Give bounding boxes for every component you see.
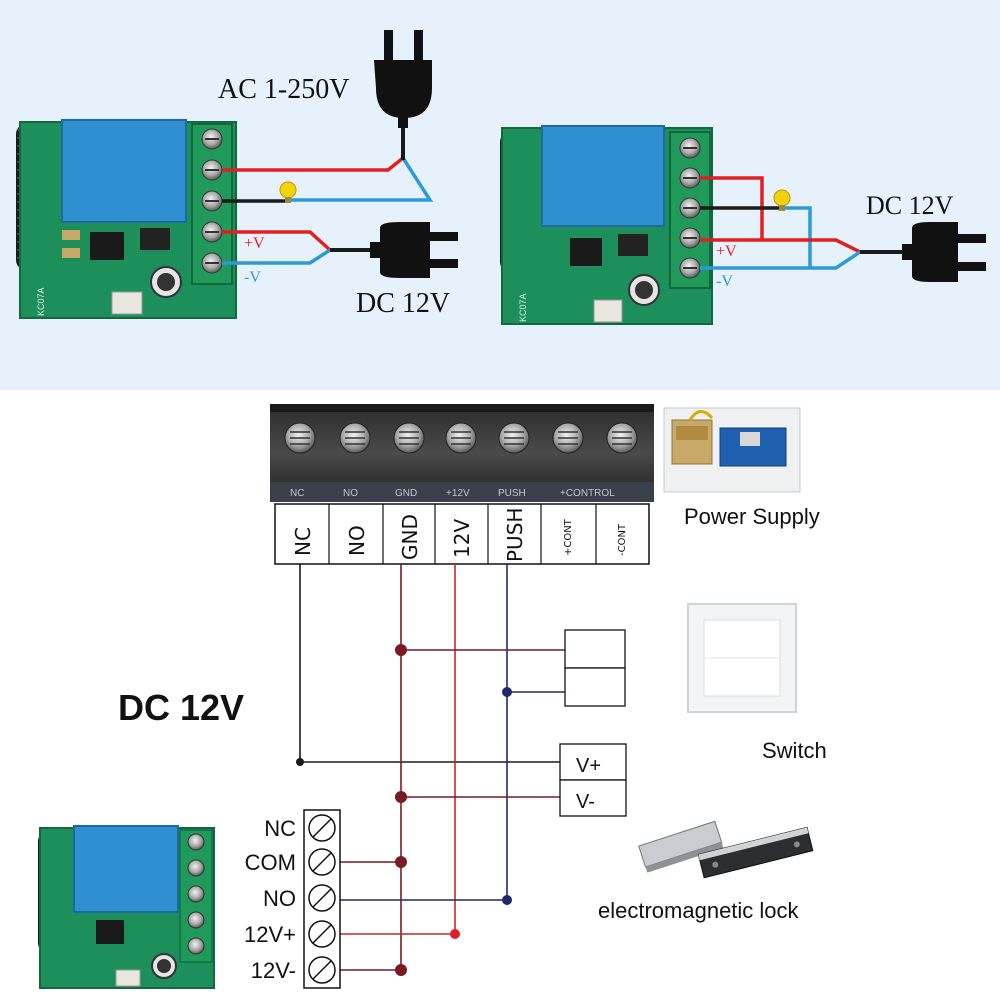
minus-v-label-right: -V bbox=[716, 273, 733, 290]
plus-v-label-left: +V bbox=[244, 235, 265, 252]
dc-title: DC 12V bbox=[118, 687, 244, 728]
receiver-terminal-strip bbox=[303, 809, 341, 989]
terminal-block-left bbox=[191, 123, 233, 285]
board-marking-left: KC07A bbox=[36, 287, 46, 316]
supply-terminal-labels: NC NO GND 12V PUSH +CONT -CONT bbox=[274, 503, 650, 565]
dc-plug-icon-right bbox=[860, 222, 986, 282]
electromagnetic-lock-label: electromagnetic lock bbox=[598, 898, 800, 923]
bulb-icon-right bbox=[773, 189, 791, 211]
receiver-terminal-12v-plus: 12V+ bbox=[244, 922, 296, 947]
plus-v-label-right: +V bbox=[716, 243, 737, 260]
power-supply-photo bbox=[663, 407, 801, 493]
bulb-icon-left bbox=[279, 181, 297, 203]
wall-switch-photo bbox=[687, 603, 797, 713]
strip-label-control: +CONTROL bbox=[560, 488, 615, 499]
power-supply-label: Power Supply bbox=[684, 504, 820, 529]
receiver-terminal-12v-minus: 12V- bbox=[251, 958, 296, 983]
supply-terminal-plus-cont: +CONT bbox=[563, 518, 574, 556]
lock-terminal-vplus: V+ bbox=[576, 755, 601, 777]
strip-label-gnd: GND bbox=[395, 488, 417, 499]
lock-terminal-vminus: V- bbox=[576, 791, 595, 813]
switch-terminal-box bbox=[564, 629, 626, 707]
terminal-block-right bbox=[669, 131, 711, 289]
strip-label-no: NO bbox=[343, 488, 358, 499]
receiver-terminal-no: NO bbox=[263, 886, 296, 911]
switch-label: Switch bbox=[762, 738, 827, 763]
supply-terminal-no: NO bbox=[345, 525, 369, 556]
receiver-terminal-com: COM bbox=[245, 850, 296, 875]
lock-terminal-box: V+ V- bbox=[559, 743, 627, 817]
receiver-board-right: KC07A bbox=[500, 125, 713, 325]
ac-voltage-label: AC 1-250V bbox=[218, 74, 349, 105]
strip-label-push: PUSH bbox=[498, 488, 526, 499]
receiver-terminal-nc: NC bbox=[264, 816, 296, 841]
supply-terminal-gnd: GND bbox=[398, 514, 422, 560]
supply-terminal-12v: 12V bbox=[450, 519, 474, 558]
supply-terminal-push: PUSH bbox=[503, 508, 527, 562]
strip-label-12v: +12V bbox=[446, 488, 470, 499]
dc-voltage-label-right: DC 12V bbox=[866, 191, 954, 220]
wires-bottom bbox=[299, 564, 565, 972]
receiver-board-bottom bbox=[38, 825, 215, 989]
electromagnetic-lock-photo bbox=[638, 820, 814, 879]
ac-plug-icon bbox=[374, 30, 432, 160]
supply-terminal-minus-cont: -CONT bbox=[617, 523, 628, 556]
minus-v-label-left: -V bbox=[244, 269, 261, 286]
dc-plug-icon-left bbox=[330, 222, 458, 278]
board-marking-right: KC07A bbox=[518, 293, 528, 322]
dc-voltage-label-left: DC 12V bbox=[356, 288, 450, 319]
power-supply-terminal-block: NC NO GND +12V PUSH +CONTROL bbox=[270, 404, 654, 502]
strip-label-nc: NC bbox=[290, 488, 304, 499]
receiver-board-left: KC07A bbox=[16, 119, 237, 319]
supply-terminal-nc: NC bbox=[291, 527, 315, 556]
wire-junctions bbox=[296, 644, 512, 976]
